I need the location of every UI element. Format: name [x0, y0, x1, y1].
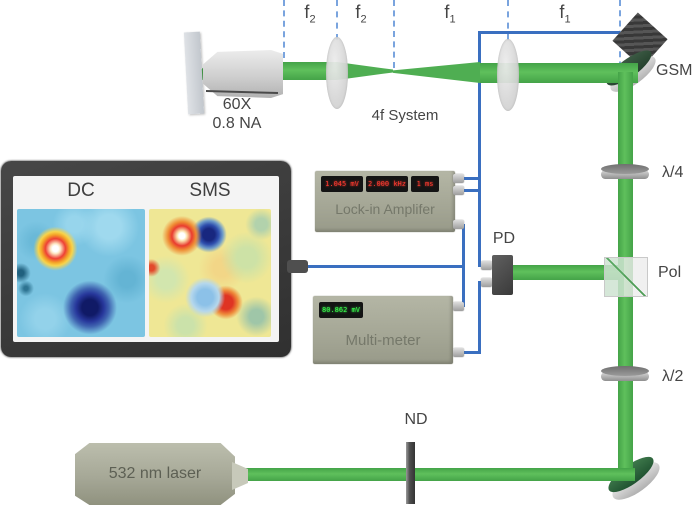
beam-pol-to-pd [510, 265, 620, 280]
multimeter-label: Multi-meter [345, 332, 421, 349]
half-waveplate-top [601, 366, 649, 376]
focal-plane-dash-4 [507, 0, 509, 40]
polarizer-label: Pol [658, 264, 682, 281]
f1-label-2: f1 [559, 2, 571, 26]
4f-system-label: 4f System [371, 107, 439, 124]
beam-diverging [393, 62, 480, 83]
laser-head: 532 nm laser [75, 443, 235, 505]
nd-filter [406, 442, 415, 504]
half-waveplate-body [601, 372, 649, 381]
laser-aperture [232, 462, 248, 490]
nd-filter-label: ND [404, 411, 428, 428]
f1-label-1: f1 [444, 2, 456, 26]
dc-map-title: DC [67, 180, 95, 201]
multimeter-connector-bottom [453, 348, 464, 357]
f2-label-1: f2 [304, 2, 316, 26]
lockin-display-timeconstant: 1 ms [411, 176, 439, 192]
multimeter-connector-top [453, 302, 464, 311]
focal-plane-dash-1 [283, 0, 285, 58]
focal-plane-dash-2 [336, 0, 338, 40]
monitor: DC SMS [1, 161, 291, 357]
monitor-screen: DC SMS [13, 176, 279, 342]
sms-map-title: SMS [189, 180, 231, 201]
lockin-amplifier: 1.045 mV 2.000 kHz 1 ms Lock-in Amplifer [315, 171, 455, 232]
lockin-display-frequency: 2.000 kHz [366, 176, 408, 192]
relay-lens-f1 [497, 39, 519, 111]
lockin-out2-wire [462, 189, 480, 192]
photodiode-connector-top [481, 261, 492, 270]
beam-laser-output [245, 468, 635, 481]
multimeter-display: 80.862 mV [319, 302, 363, 318]
gsm-label: GSM [656, 62, 693, 79]
monitor-cable-plug [287, 260, 308, 273]
polarizer-diagonal [605, 258, 647, 296]
photodiode-connector-bottom [481, 278, 492, 287]
quarter-wave-label: λ/4 [662, 164, 684, 181]
photodiode-label: PD [492, 230, 516, 247]
lockin-connector-1 [453, 174, 464, 183]
photodiode-body [492, 255, 513, 295]
f2-label-2: f2 [355, 2, 367, 26]
objective-na-label: 0.8 NA [212, 115, 262, 132]
polarizer-cube [604, 257, 648, 297]
multimeter: 80.862 mV Multi-meter [313, 296, 453, 364]
half-wave-label: λ/2 [662, 368, 684, 385]
quarter-waveplate-top [601, 164, 649, 174]
focal-plane-dash-3 [393, 0, 395, 68]
beam-objective-to-lens [280, 62, 337, 80]
sms-map-image [149, 209, 271, 337]
lockin-connector-2 [453, 186, 464, 195]
polarizer-tint [605, 258, 624, 296]
lockin-connector-3 [453, 220, 464, 229]
lockin-label: Lock-in Amplifer [335, 201, 435, 217]
beam-top-collimated [480, 63, 638, 83]
quarter-waveplate-body [601, 170, 649, 179]
relay-lens-f2 [326, 37, 348, 109]
dc-map-image [17, 209, 145, 337]
gsm-drive-wire-top [478, 31, 620, 34]
laser-label: 532 nm laser [108, 465, 202, 482]
lockin-bus-wire [478, 31, 481, 267]
lockin-out1-wire [462, 177, 480, 180]
pd-multimeter-wire-h [464, 351, 481, 354]
objective-body [203, 50, 283, 98]
monitor-cable [306, 265, 464, 268]
objective-magnification-label: 60X [222, 96, 252, 113]
lockin-display-amplitude: 1.045 mV [321, 176, 363, 192]
pd-multimeter-wire-v [478, 281, 481, 353]
sample-slide [183, 31, 205, 115]
